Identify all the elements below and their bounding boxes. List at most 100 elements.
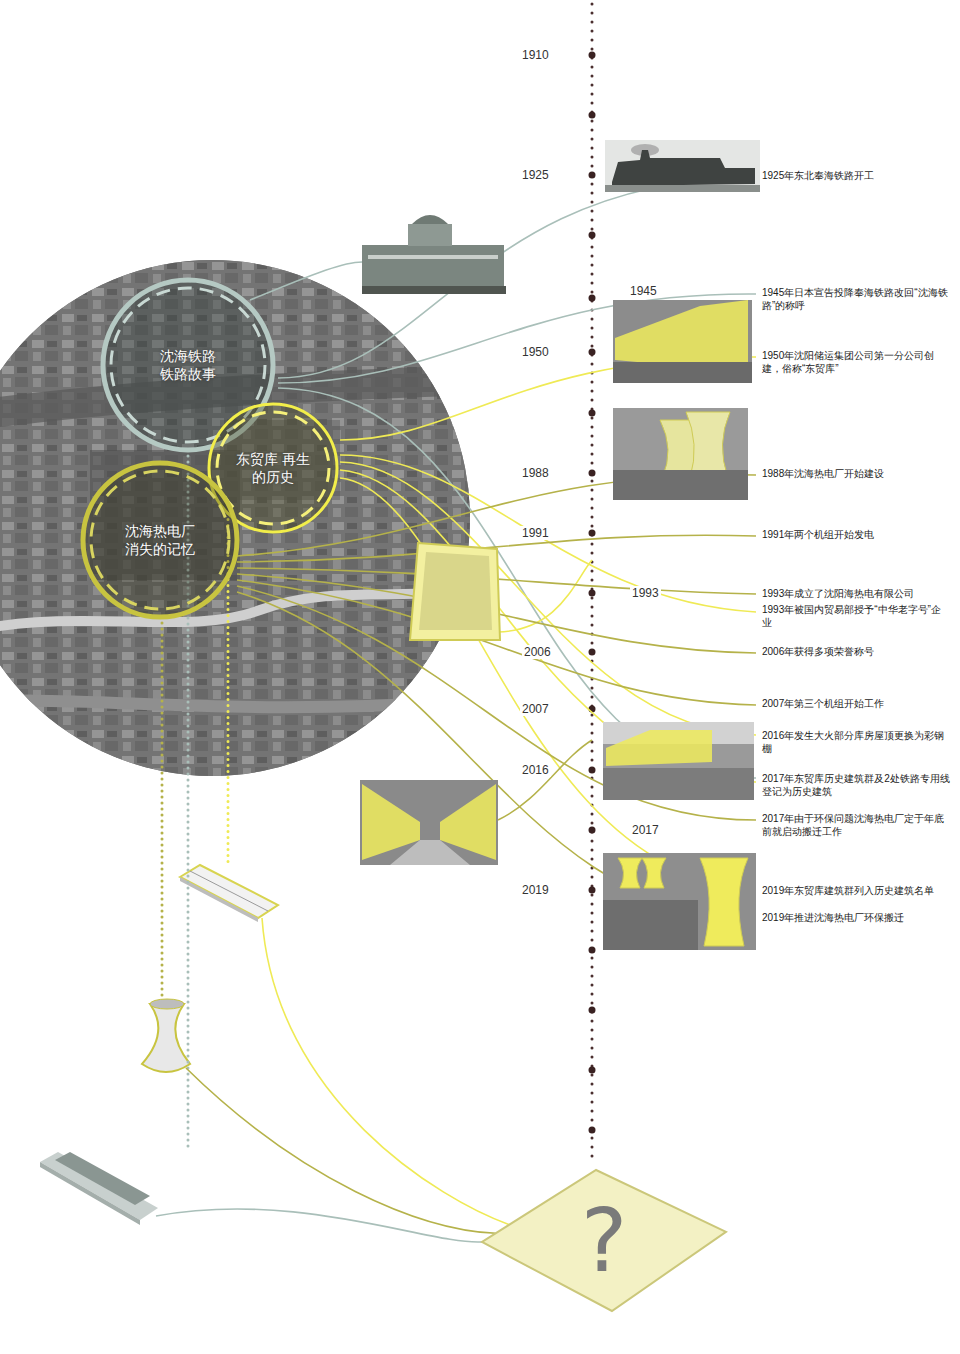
timeline [589,4,596,1165]
photo-train-part [605,185,760,192]
history-curves-part [498,560,592,632]
history-curves-part [340,470,756,782]
circle-title: 沈海热电厂 消失的记忆 [122,522,198,558]
year-label: 2007 [520,702,551,716]
story-connector [162,617,496,1233]
timeline-part [589,1067,596,1074]
history-curves-part [278,177,756,378]
warehouse-icon [180,865,278,922]
cooling-tower-icon [142,999,190,1072]
event-note: 2017年东贸库历史建筑群及2处铁路专用线登记为历史建筑 [762,772,950,798]
year-label: 2019 [520,883,551,897]
event-note: 1993年被国内贸易部授予“中华老字号”企业 [762,603,950,629]
photo-towers-2019-part [603,900,698,950]
photo-street [360,780,498,865]
curve-to-question [262,918,509,1225]
history-curves [237,177,756,918]
year-label: 2017 [630,823,661,837]
question-diamond: ? [480,1168,728,1313]
question-mark: ? [581,1193,628,1289]
aerial-map [0,255,480,785]
photo-towers-part [613,470,748,500]
photo-warehouse-2016 [603,722,754,800]
timeline-part [589,1007,596,1014]
circle-title: 东贸库 再生的历史 [235,450,311,486]
event-note: 2019年东贸库建筑群列入历史建筑名单 [762,884,950,897]
photo-towers [613,408,748,500]
circle-dashed-ring [217,412,329,524]
train-icon-part [40,1162,140,1225]
power-plant-circle: 沈海热电厂 消失的记忆 [80,460,240,620]
history-curves-part [340,478,756,888]
timeline-part [589,112,596,119]
plaque-part [419,552,492,630]
event-note: 1925年东北奉海铁路开工 [762,169,950,182]
photo-station-part [368,255,498,259]
history-curves-part [250,262,362,300]
node-text-wrap: 东贸库 再生的历史 [235,450,311,486]
cooling-tower-icon-part [142,1004,190,1072]
photo-train-part [612,150,755,186]
timeline-part [589,470,596,477]
plaque [410,543,500,640]
aerial-map-part-part [0,590,480,640]
history-curves-part [340,462,756,735]
event-note: 1988年沈海热电厂开始建设 [762,467,950,480]
warehouse-icon-part [180,865,278,918]
history-curves-part [340,455,756,612]
timeline-part [589,767,596,774]
photo-towers-2019 [603,853,756,950]
circle-dashed-ring [91,471,229,609]
year-label: 1945 [628,284,659,298]
train-icon-part [55,1152,150,1205]
event-note: 1945年日本宣告投降奉海铁路改回“沈海铁路”的称呼 [762,286,950,312]
year-label: 2006 [522,645,553,659]
timeline-part [589,295,596,302]
history-curves-part [278,388,756,778]
plaque-part [410,543,500,640]
circle-ring [83,463,237,617]
train-icon [40,1152,158,1225]
circle-outline [80,460,240,620]
event-note: 2017年由于环保问题沈海热电厂定于年底前就启动搬迁工作 [762,812,950,838]
timeline-part [589,827,596,834]
timeline-part [589,530,596,537]
node-text-wrap: 沈海热电厂 消失的记忆 [122,522,198,558]
photo-street-part [390,840,470,865]
photo-station-part [362,286,506,294]
node-text-wrap: 沈海铁路 铁路故事 [156,347,220,383]
photo-towers-2019-part [642,858,666,888]
train-icon-part [40,1152,158,1220]
photo-warehouse-1950-part [615,300,748,372]
photo-warehouse-2016-part [603,768,754,800]
event-note: 2019年推进沈海热电厂环保搬迁 [762,911,950,924]
photo-towers-2019-part [603,853,756,950]
event-note: 2006年获得多项荣誉称号 [762,645,950,658]
circle-title: 沈海铁路 铁路故事 [156,347,220,383]
photo-warehouse-2016-part [603,722,754,800]
warehouse-icon-part [180,877,258,922]
photo-towers-part [613,408,748,500]
timeline-part [589,1127,596,1134]
photo-warehouse-1950 [613,300,752,383]
timeline-part [589,649,596,656]
event-note: 1950年沈阳储运集团公司第一分公司创建，俗称“东贸库” [762,349,950,375]
timeline-part [589,349,596,356]
photo-station-part [362,245,504,289]
year-label: 1988 [520,466,551,480]
year-label: 1950 [520,345,551,359]
timeline-part [589,887,596,894]
photo-towers-part [686,412,730,478]
event-note: 2016年发生大火部分库房屋顶更换为彩钢棚 [762,729,950,755]
event-note: 2007年第三个机组开始工作 [762,697,950,710]
year-label: 1925 [520,168,551,182]
curve-to-question [186,1068,496,1233]
event-note: 1991年两个机组开始发电 [762,528,950,541]
node-text-wrap: ? [581,1193,628,1289]
aerial-map-part-part [0,700,480,707]
photo-street-part [360,780,498,865]
photo-train [605,140,760,192]
